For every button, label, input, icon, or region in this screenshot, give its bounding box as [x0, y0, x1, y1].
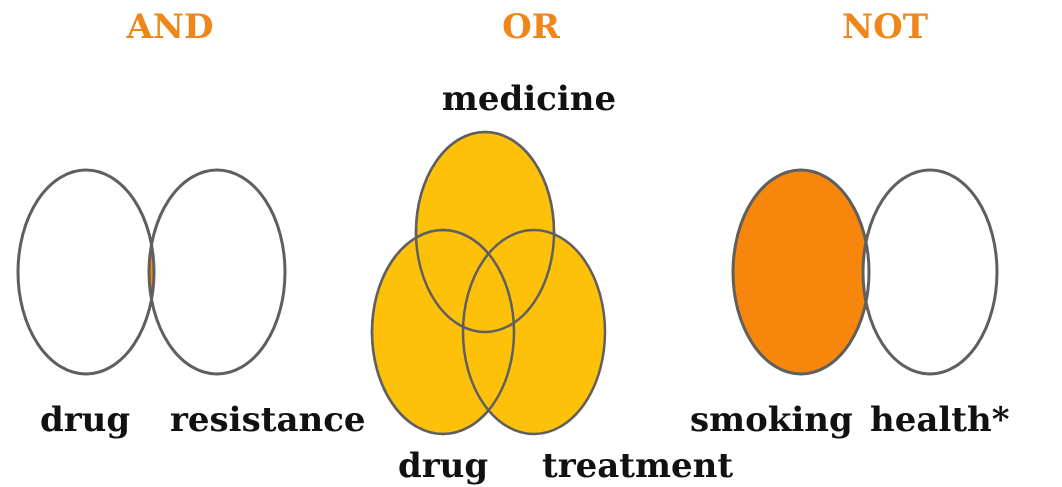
- not-exclusive-region: [733, 170, 869, 374]
- or-outline-drug: [370, 228, 516, 436]
- or-title: OR: [502, 7, 561, 47]
- and-title: AND: [126, 7, 214, 47]
- not-circle-smoking: [731, 168, 871, 376]
- and-term-resistance: resistance: [170, 400, 366, 440]
- not-term-health: health*: [870, 400, 1010, 440]
- not-diagram: NOT smoking health*: [690, 7, 1010, 440]
- or-term-medicine: medicine: [442, 79, 616, 119]
- or-outline-medicine: [414, 130, 556, 334]
- not-term-smoking: smoking: [690, 400, 853, 440]
- or-term-drug: drug: [398, 446, 488, 486]
- and-diagram: AND drug resistance: [16, 7, 366, 440]
- or-diagram: OR medicine drug treatment: [370, 7, 733, 486]
- and-circle-drug: [16, 168, 156, 376]
- and-term-drug: drug: [40, 400, 130, 440]
- and-circle-resistance: [147, 168, 287, 376]
- not-title: NOT: [842, 7, 928, 47]
- or-circle-treatment: [461, 228, 607, 436]
- not-circle-health: [861, 168, 999, 376]
- or-term-treatment: treatment: [542, 446, 733, 486]
